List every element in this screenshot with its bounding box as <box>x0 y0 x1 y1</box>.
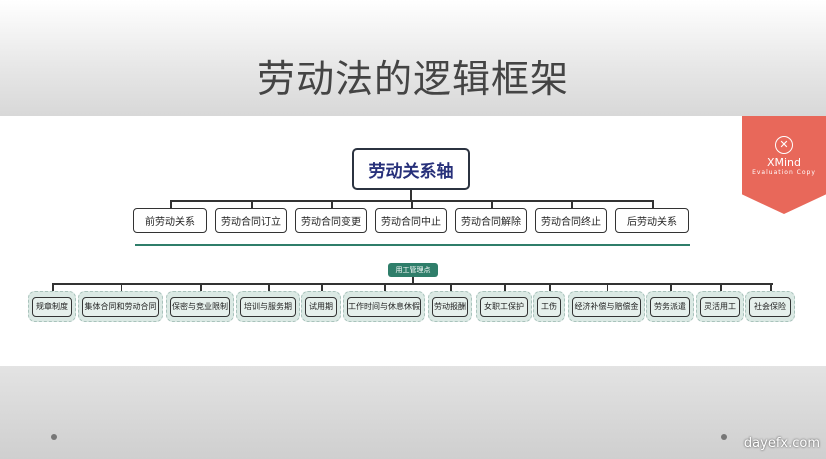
connector <box>251 200 253 208</box>
level3-node[interactable]: 培训与服务期 <box>236 291 300 322</box>
connector <box>410 190 412 200</box>
connector <box>549 283 551 295</box>
connector <box>720 283 722 295</box>
level3-label: 集体合同和劳动合同 <box>82 296 159 317</box>
connector <box>384 283 386 295</box>
level3-node[interactable]: 灵活用工 <box>696 291 744 322</box>
slide-title: 劳动法的逻辑框架 <box>256 57 569 101</box>
slide-header-bg <box>0 0 826 116</box>
connector <box>770 283 772 295</box>
level3-label: 女职工保护 <box>480 296 528 317</box>
connector <box>321 283 323 295</box>
connector <box>120 283 122 295</box>
level3-label: 经济补偿与赔偿金 <box>572 296 641 317</box>
dot-icon <box>51 434 57 440</box>
level3-label: 灵活用工 <box>700 296 740 317</box>
ribbon-brand: XMind <box>766 156 802 169</box>
xmind-logo-icon: ✕ <box>775 136 793 154</box>
connector <box>411 200 413 208</box>
level2-node[interactable]: 劳动合同订立 <box>215 208 287 233</box>
connector <box>491 200 493 208</box>
level2-node[interactable]: 劳动合同中止 <box>375 208 447 233</box>
level2-node[interactable]: 后劳动关系 <box>615 208 689 233</box>
level3-node[interactable]: 劳务派遣 <box>646 291 694 322</box>
level2-node[interactable]: 前劳动关系 <box>133 208 207 233</box>
connector <box>450 283 452 295</box>
level3-label: 培训与服务期 <box>240 296 296 317</box>
level3-node[interactable]: 集体合同和劳动合同 <box>78 291 163 322</box>
level2-node[interactable]: 劳动合同解除 <box>455 208 527 233</box>
connector <box>331 200 333 208</box>
level3-label: 试用期 <box>305 296 337 317</box>
level3-label: 规章制度 <box>32 296 72 317</box>
ribbon-sub: Evaluation Copy <box>752 169 816 176</box>
connector <box>652 200 654 208</box>
connector <box>412 277 414 284</box>
connector <box>571 200 573 208</box>
level2-node[interactable]: 劳动合同变更 <box>295 208 367 233</box>
level3-label: 劳务派遣 <box>650 296 690 317</box>
level3-node[interactable]: 工伤 <box>533 291 565 322</box>
level3-node[interactable]: 规章制度 <box>28 291 76 322</box>
connector <box>670 283 672 295</box>
level3-label: 社会保险 <box>749 296 791 317</box>
badge-employment-management[interactable]: 用工管理点 <box>388 263 438 277</box>
level3-label: 工伤 <box>537 296 561 317</box>
connector <box>606 283 608 295</box>
level3-label: 保密与竞业限制 <box>170 296 230 317</box>
level3-node[interactable]: 工作时间与休息休假 <box>343 291 425 322</box>
slide-footer-bg <box>0 366 826 459</box>
dot-icon <box>721 434 727 440</box>
level3-node[interactable]: 社会保险 <box>745 291 795 322</box>
level3-node[interactable]: 经济补偿与赔偿金 <box>568 291 645 322</box>
connector <box>52 283 773 285</box>
root-node[interactable]: 劳动关系轴 <box>352 148 470 190</box>
level2-node[interactable]: 劳动合同终止 <box>535 208 607 233</box>
connector <box>268 283 270 295</box>
level3-node[interactable]: 保密与竞业限制 <box>166 291 234 322</box>
connector <box>504 283 506 295</box>
level3-label: 工作时间与休息休假 <box>347 296 421 317</box>
level3-node[interactable]: 试用期 <box>301 291 341 322</box>
connector <box>52 283 54 295</box>
level3-node[interactable]: 女职工保护 <box>476 291 532 322</box>
watermark: dayefx.com <box>743 436 820 451</box>
connector <box>170 200 172 208</box>
xmind-ribbon: ✕ XMind Evaluation Copy <box>742 116 826 214</box>
connector <box>200 283 202 295</box>
level3-label: 劳动报酬 <box>432 296 468 317</box>
level3-node[interactable]: 劳动报酬 <box>428 291 472 322</box>
divider <box>135 244 690 246</box>
